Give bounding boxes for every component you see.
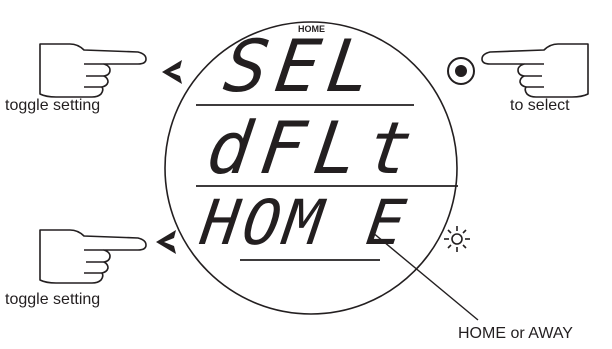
pointing-hand-icon bbox=[482, 44, 588, 97]
left-arrow-icon bbox=[162, 60, 182, 84]
display-line-dflt: dFLt bbox=[203, 112, 427, 184]
label-toggle-setting-bottom: toggle setting bbox=[5, 291, 100, 309]
label-toggle-setting-top: toggle setting bbox=[5, 97, 100, 115]
display-line-home: HOM E bbox=[198, 192, 413, 254]
left-arrow-icon bbox=[156, 230, 176, 254]
pointing-hand-icon bbox=[40, 230, 146, 283]
display-line-sel: SEL bbox=[220, 30, 384, 102]
label-to-select: to select bbox=[510, 97, 570, 115]
pointing-hand-icon bbox=[40, 44, 146, 97]
select-button-icon bbox=[448, 58, 474, 84]
callout-home-or-away: HOME or AWAY bbox=[458, 325, 573, 343]
sun-backlight-icon bbox=[444, 226, 470, 252]
